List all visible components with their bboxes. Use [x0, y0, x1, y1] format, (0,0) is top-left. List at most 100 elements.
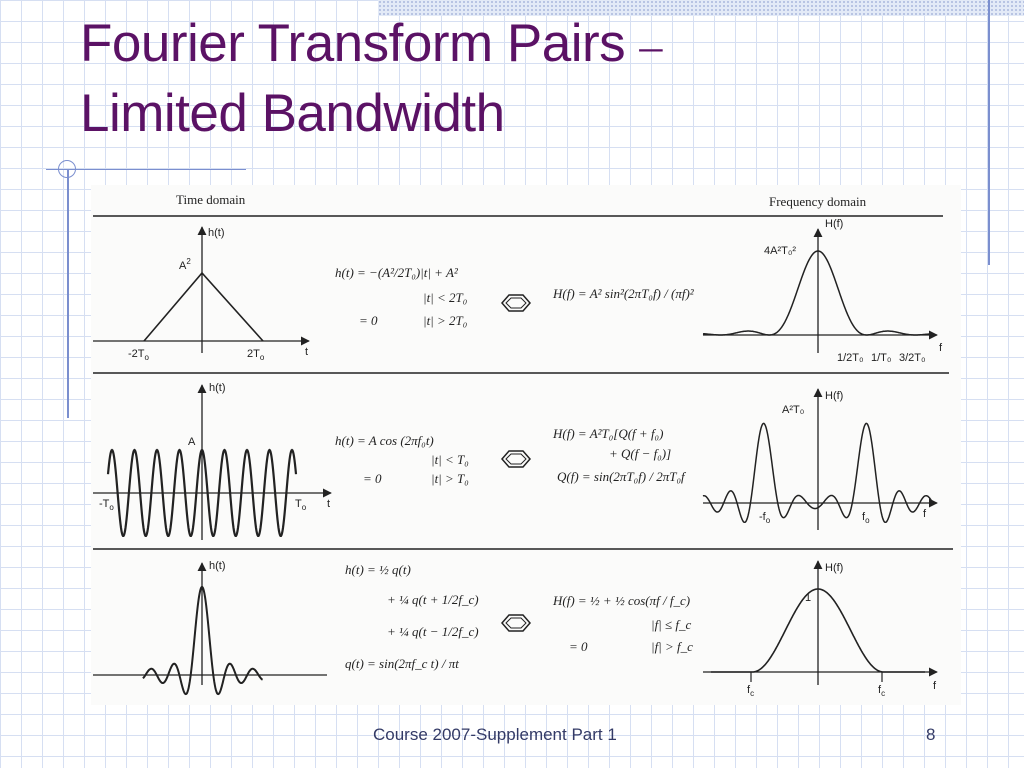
time-domain-header: Time domain	[176, 192, 246, 207]
row1-time-eq-line2: |t| < 2T₀	[423, 290, 467, 305]
title-dash: –	[639, 20, 662, 71]
row1-peak-exp: 2	[186, 257, 191, 266]
row-3-frequency-plot: H(f) 1 fc fc f	[703, 560, 938, 698]
row-3-time-plot: h(t)	[93, 560, 327, 696]
row2-freq-label: H(f)	[825, 390, 843, 402]
row3-freq-eq-line3: = 0	[569, 639, 588, 654]
row2-time-eq-line1: h(t) = A cos (2πf₀t)	[335, 433, 434, 448]
row2-freq-eq-line1: H(f) = A²T₀[Q(f + f₀)	[552, 426, 663, 441]
row2-freq-peak: A²T₀	[782, 404, 804, 416]
row2-tick-pos: To	[295, 498, 307, 512]
row3-f-axis-label: f	[933, 680, 937, 692]
row2-f-axis-label: f	[923, 508, 927, 520]
row2-tick-neg-sub: o	[109, 503, 114, 512]
row3-pair-symbol	[501, 614, 531, 632]
row1-tick-pos: 2To	[247, 348, 265, 362]
row1-tick-pos-sub: o	[260, 353, 265, 362]
row1-peak-a: A	[179, 260, 187, 272]
row-1-time-equation: h(t) = −(A²/2T₀)|t| + A² |t| < 2T₀ = 0 |…	[335, 265, 467, 328]
raised-cosine-curve	[711, 588, 925, 673]
row3-time-eq-line1: h(t) = ½ q(t)	[345, 562, 411, 577]
slide-title: Fourier Transform Pairs – Limited Bandwi…	[80, 10, 662, 148]
row1-tick-neg: -2To	[128, 348, 150, 362]
row2-freq-tick-neg-sub: o	[766, 516, 771, 525]
row2-freq-tick-pos-text: f	[862, 511, 866, 523]
row-2-frequency-equation: H(f) = A²T₀[Q(f + f₀) + Q(f − f₀)] Q(f) …	[552, 426, 687, 484]
cosine-burst-curve	[106, 448, 298, 537]
row2-time-label: h(t)	[209, 382, 226, 394]
row1-t-axis-label: t	[305, 346, 308, 358]
sinc-pulse-curve	[142, 586, 264, 696]
row2-freq-tick-pos-sub: o	[865, 516, 870, 525]
row1-freq-eq: H(f) = A² sin²(2πT₀f) / (πf)²	[552, 286, 695, 301]
row1-tick-neg-sub: o	[145, 353, 150, 362]
row2-freq-tick-neg-text: -f	[759, 511, 767, 523]
row2-time-eq-line2: |t| < T₀	[431, 452, 469, 467]
row1-freq-label: H(f)	[825, 218, 843, 230]
row1-tick-pos-text: 2T	[247, 348, 260, 360]
row3-time-eq-line4: q(t) = sin(2πf_c t) / πt	[345, 656, 459, 671]
row-3-frequency-equation: H(f) = ½ + ½ cos(πf / f_c) |f| ≤ f_c = 0…	[552, 593, 693, 654]
row2-freq-eq-line3: Q(f) = sin(2πT₀f) / 2πT₀f	[557, 469, 687, 484]
row1-time-eq-line3: = 0	[359, 313, 378, 328]
row2-peak-label: A	[188, 436, 196, 448]
row3-freq-tick-pos-text: f	[878, 684, 882, 696]
row2-pair-symbol	[501, 450, 531, 468]
left-decoration-rule	[67, 170, 69, 418]
row2-t-axis-label: t	[327, 498, 330, 510]
title-line-1: Fourier Transform Pairs	[80, 14, 640, 73]
row3-freq-tick-pos: fc	[878, 684, 885, 698]
row-2-time-plot: h(t) A -To To t	[93, 382, 332, 540]
row3-freq-tick-pos-sub: c	[881, 689, 885, 698]
row1-time-eq-line4: |t| > 2T₀	[423, 313, 467, 328]
row2-tick-neg-text: -T	[99, 498, 110, 510]
row3-freq-eq-line1: H(f) = ½ + ½ cos(πf / f_c)	[552, 593, 690, 608]
row1-tick-neg-text: -2T	[128, 348, 145, 360]
row3-freq-label: H(f)	[825, 562, 843, 574]
row1-freq-tick-1: 1/2T₀	[837, 352, 864, 364]
row2-freq-tick-neg: -fo	[759, 511, 771, 525]
title-underline-rule	[46, 169, 246, 170]
row3-freq-tick-neg: fc	[747, 684, 754, 698]
frequency-domain-header: Frequency domain	[769, 194, 867, 209]
row-1-frequency-equation: H(f) = A² sin²(2πT₀f) / (πf)²	[552, 286, 695, 301]
row-1-time-plot: h(t) A2 -2To 2To t	[93, 226, 310, 362]
row1-freq-peak: 4A²T₀²	[764, 245, 796, 257]
crosshair-decoration	[58, 160, 76, 178]
row2-tick-pos-text: T	[295, 498, 302, 510]
row-2-frequency-plot: H(f) A²T₀ -fo fo f	[702, 388, 938, 530]
header-decoration-bar	[378, 0, 1024, 16]
row2-tick-pos-sub: o	[302, 503, 307, 512]
row1-time-label: h(t)	[208, 227, 225, 239]
right-decoration-rule	[988, 0, 990, 265]
title-line-2: Limited Bandwidth	[80, 84, 505, 143]
dual-sinc-curve	[702, 422, 934, 524]
row-1-frequency-plot: H(f) 4A²T₀² 1/2T₀ 1/T₀ 3/2T₀ f	[702, 218, 943, 364]
fourier-pairs-figure: Time domain Frequency domain h(t) A2 -2T…	[91, 185, 961, 705]
slide-footer: Course 2007-Supplement Part 1	[373, 725, 617, 744]
row1-f-axis-label: f	[939, 342, 943, 354]
row1-time-eq-line1: h(t) = −(A²/2T₀)|t| + A²	[335, 265, 459, 280]
row3-freq-tick-neg-sub: c	[750, 689, 754, 698]
row2-tick-neg: -To	[99, 498, 114, 512]
row3-time-label: h(t)	[209, 560, 226, 572]
row1-freq-tick-3: 3/2T₀	[899, 352, 926, 364]
row3-time-eq-line3: + ¼ q(t − 1/2f_c)	[387, 624, 479, 639]
triangle-pulse	[143, 271, 264, 342]
page-number: 8	[926, 725, 936, 744]
row2-freq-eq-line2: + Q(f − f₀)]	[609, 446, 671, 461]
row3-freq-eq-line4: |f| > f_c	[651, 639, 693, 654]
row3-freq-eq-line2: |f| ≤ f_c	[651, 617, 692, 632]
row1-peak-label: A2	[179, 257, 191, 272]
row-2-time-equation: h(t) = A cos (2πf₀t) |t| < T₀ = 0 |t| > …	[335, 433, 469, 486]
row1-pair-symbol	[501, 294, 531, 312]
row2-time-eq-line3: = 0	[363, 471, 382, 486]
row1-freq-tick-2: 1/T₀	[871, 352, 891, 364]
row2-time-eq-line4: |t| > T₀	[431, 471, 469, 486]
row3-time-eq-line2: + ¼ q(t + 1/2f_c)	[387, 592, 479, 607]
row3-freq-tick-neg-text: f	[747, 684, 751, 696]
row2-freq-tick-pos: fo	[862, 511, 870, 525]
figure-svg: Time domain Frequency domain h(t) A2 -2T…	[93, 192, 953, 698]
sinc-squared-curve	[702, 250, 934, 336]
row-3-time-equation: h(t) = ½ q(t) + ¼ q(t + 1/2f_c) + ¼ q(t …	[345, 562, 479, 671]
